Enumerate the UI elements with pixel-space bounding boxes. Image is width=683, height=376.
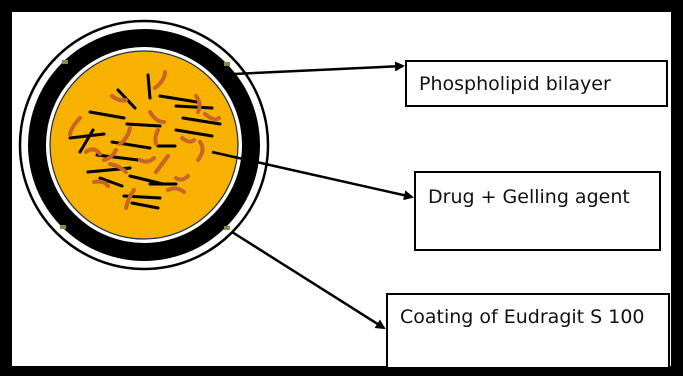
anchor-dot — [60, 225, 66, 229]
core-circle — [49, 50, 239, 240]
arrow-phospholipid — [233, 61, 405, 76]
anchor-dot — [62, 60, 68, 64]
label-phospholipid-bilayer: Phospholipid bilayer — [405, 60, 668, 107]
arrow-coating — [231, 230, 386, 330]
label-coating-text: Coating of Eudragit S 100 — [400, 306, 645, 328]
anchor-dot — [224, 226, 230, 230]
label-drug-gelling-agent: Drug + Gelling agent — [414, 171, 661, 251]
drug-strands — [68, 70, 221, 210]
anchor-dot — [224, 62, 230, 66]
label-phospholipid-text: Phospholipid bilayer — [419, 73, 611, 95]
label-drug-text: Drug + Gelling agent — [428, 186, 630, 208]
label-coating-eudragit: Coating of Eudragit S 100 — [386, 293, 670, 369]
arrow-drug — [211, 150, 414, 201]
gelling-agent-strands — [68, 73, 222, 210]
